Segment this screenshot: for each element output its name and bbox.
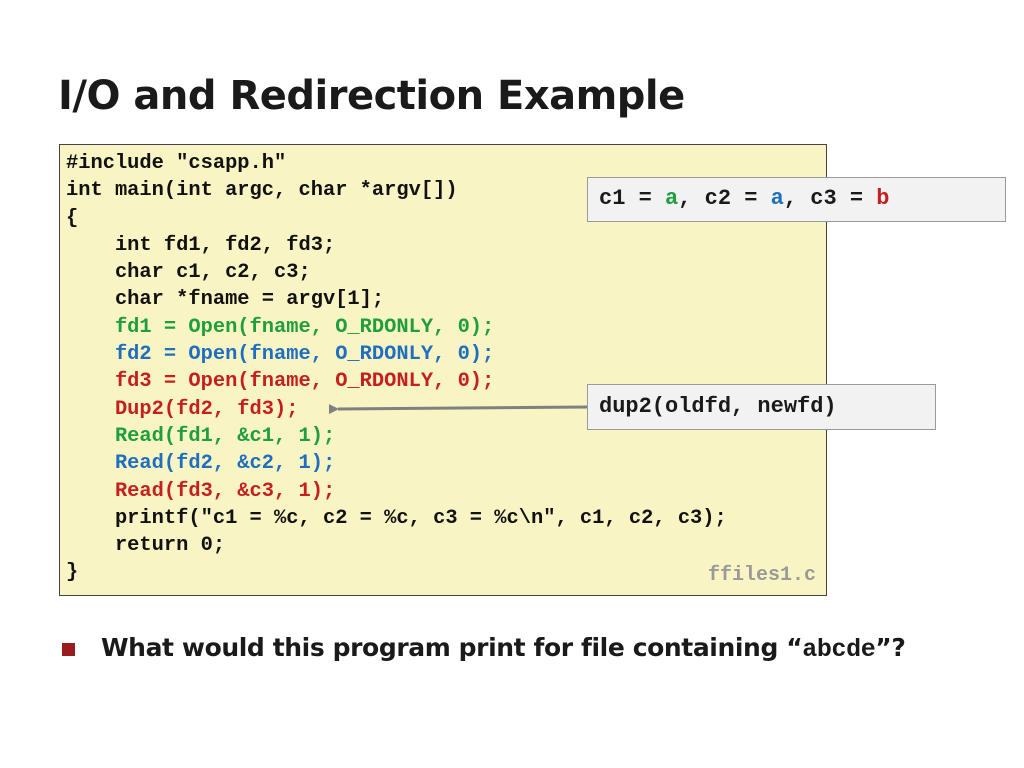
code-line: return 0;	[66, 534, 226, 558]
c1-value: a	[665, 186, 679, 211]
left-arrow-icon	[328, 404, 589, 415]
c3-label: , c3 =	[783, 186, 877, 211]
code-line: Read(fd1, &c1, 1);	[66, 424, 336, 448]
code-line: }	[66, 561, 79, 585]
code-line: #include "csapp.h"	[66, 152, 287, 175]
question-text: What would this program print for file c…	[101, 628, 906, 670]
question-text-before: What would this program print for file c…	[101, 633, 803, 662]
c2-label: , c2 =	[678, 186, 771, 211]
question-text-after: ”?	[875, 633, 906, 662]
slide-title: I/O and Redirection Example	[58, 73, 685, 119]
code-line: fd2 = Open(fname, O_RDONLY, 0);	[66, 343, 495, 367]
code-line: {	[66, 206, 79, 230]
square-bullet-icon	[62, 643, 75, 656]
code-line: char c1, c2, c3;	[66, 261, 311, 285]
code-line: printf("c1 = %c, c2 = %c, c3 = %c\n", c1…	[66, 506, 727, 530]
code-line: Read(fd2, &c2, 1);	[66, 452, 336, 476]
code-line: Dup2(fd2, fd3);	[66, 397, 299, 421]
code-line: int main(int argc, char *argv[])	[66, 179, 458, 203]
c2-value: a	[770, 186, 784, 211]
code-line: char *fname = argv[1];	[66, 288, 385, 312]
code-line: Read(fd3, &c3, 1);	[66, 479, 336, 503]
c1-label: c1 =	[599, 186, 666, 211]
c3-value: b	[876, 186, 890, 211]
code-line: int fd1, fd2, fd3;	[66, 233, 336, 257]
output-callout: c1 = a, c2 = a, c3 = b	[587, 177, 1006, 222]
code-line: fd1 = Open(fname, O_RDONLY, 0);	[66, 315, 495, 339]
code-filename: ffiles1.c	[707, 564, 816, 587]
question-code-text: abcde	[802, 635, 876, 664]
code-line: fd3 = Open(fname, O_RDONLY, 0);	[66, 370, 495, 394]
code-listing: #include "csapp.h" int main(int argc, cha…	[66, 150, 727, 587]
dup2-callout: dup2(oldfd, newfd)	[587, 384, 936, 430]
